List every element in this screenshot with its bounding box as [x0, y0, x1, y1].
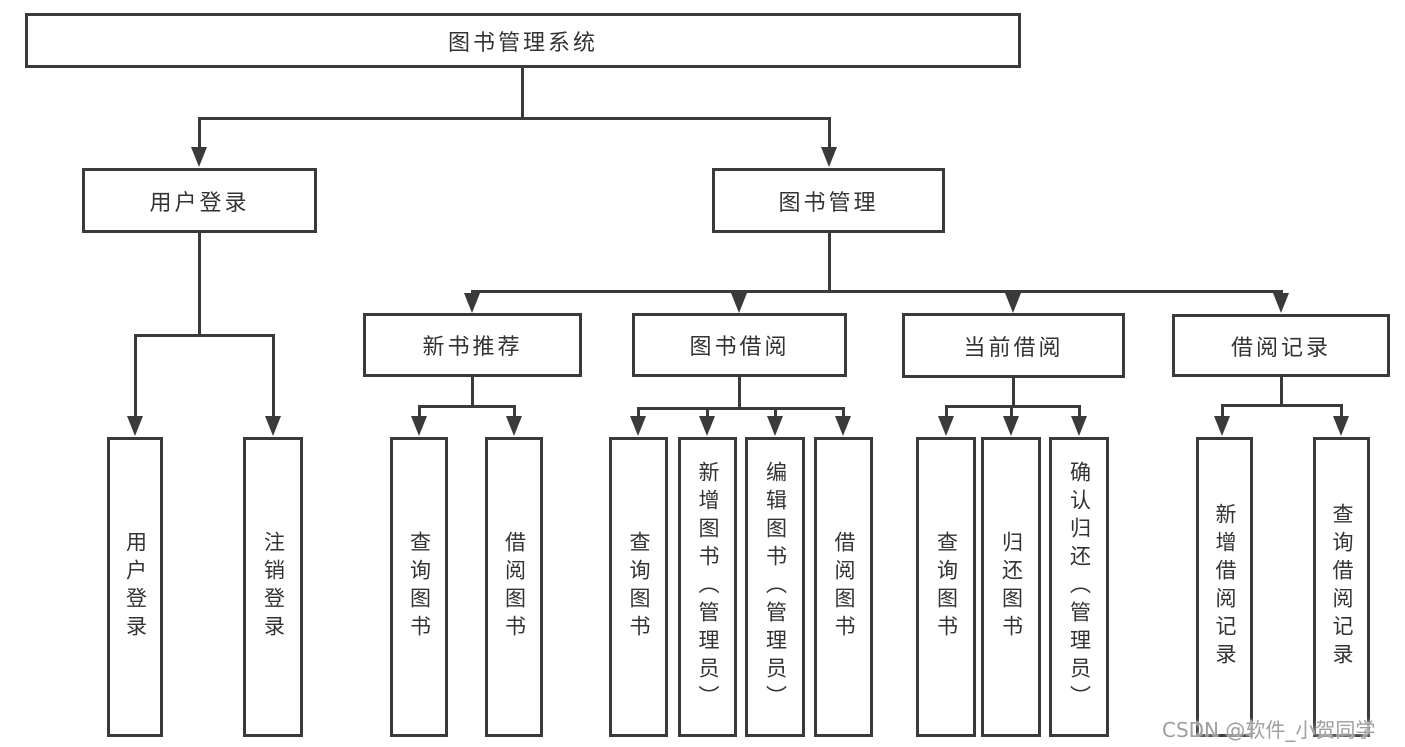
arrow-down-icon [630, 416, 646, 436]
arrow-down-icon [699, 416, 715, 436]
arrow-down-icon [835, 416, 851, 436]
arrow-down-icon [821, 147, 837, 167]
connector-new-book-rail [418, 405, 516, 408]
node-borrow-query-books: 查询图书 [609, 437, 668, 737]
connector-new-book-stub [471, 375, 474, 407]
node-borrow-add-books-admin: 新增图书（管理员） [678, 437, 737, 737]
connector-leaf [945, 405, 948, 418]
node-user-login: 用户登录 [82, 168, 317, 233]
node-recommend-query-books: 查询图书 [390, 437, 448, 737]
connector-book-borrow-rail [637, 407, 845, 410]
arrow-down-icon [1005, 293, 1021, 313]
arrow-down-icon [411, 416, 427, 436]
connector-current-borrow-stub [1012, 375, 1015, 407]
arrow-down-icon [506, 416, 522, 436]
connector-borrow-records-stub [1280, 375, 1283, 406]
node-book-borrow: 图书借阅 [632, 313, 847, 377]
connector-root-stub [521, 66, 524, 119]
connector-leaf [637, 407, 640, 418]
connector-leaf [513, 405, 516, 418]
arrow-down-icon [191, 147, 207, 167]
node-current-borrow: 当前借阅 [902, 313, 1125, 378]
arrow-down-icon [1273, 293, 1289, 313]
node-library-management-system: 图书管理系统 [25, 13, 1021, 68]
node-new-book-recommend: 新书推荐 [363, 313, 582, 377]
connector-leaf [418, 405, 421, 418]
connector-leaf [774, 407, 777, 418]
connector-level2-rail [198, 117, 831, 120]
arrow-down-icon [1333, 416, 1349, 436]
connector-to-book-management [828, 117, 831, 149]
node-records-add-record: 新增借阅记录 [1196, 437, 1253, 737]
node-records-query-record: 查询借阅记录 [1313, 437, 1370, 737]
connector-current-borrow-rail [945, 405, 1081, 408]
node-borrow-borrow-books: 借阅图书 [814, 437, 873, 737]
connector-to-user-login [198, 117, 201, 149]
connector-leaf [1340, 404, 1343, 418]
arrow-down-icon [127, 416, 143, 436]
connector-leaf [1078, 405, 1081, 418]
node-current-query-books: 查询图书 [916, 437, 976, 737]
node-logout-action: 注销登录 [243, 437, 303, 737]
arrow-down-icon [938, 416, 954, 436]
arrow-down-icon [265, 416, 281, 436]
arrow-down-icon [767, 416, 783, 436]
connector-book-management-stub [828, 231, 831, 292]
arrow-down-icon [1214, 416, 1230, 436]
connector-leaf [1221, 404, 1224, 418]
arrow-down-icon [464, 293, 480, 313]
connector-to-logout [272, 334, 275, 418]
connector-level3-rail [471, 290, 1283, 293]
node-recommend-borrow-books: 借阅图书 [485, 437, 543, 737]
connector-book-borrow-stub [738, 375, 741, 409]
node-current-confirm-return-admin: 确认归还（管理员） [1049, 437, 1109, 737]
connector-leaf [842, 407, 845, 418]
connector-to-login [134, 334, 137, 418]
arrow-down-icon [731, 293, 747, 313]
connector-user-login-rail [134, 334, 275, 337]
node-login-action: 用户登录 [107, 437, 163, 737]
node-borrow-records: 借阅记录 [1172, 314, 1390, 377]
node-borrow-edit-books-admin: 编辑图书（管理员） [745, 437, 805, 737]
node-current-return-books: 归还图书 [981, 437, 1041, 737]
csdn-watermark: CSDN @软件_小贺同学 [1162, 718, 1376, 742]
connector-leaf [1010, 405, 1013, 418]
arrow-down-icon [1071, 416, 1087, 436]
node-book-management: 图书管理 [712, 168, 945, 233]
arrow-down-icon [1003, 416, 1019, 436]
connector-user-login-stub [198, 231, 201, 336]
connector-leaf [706, 407, 709, 418]
connector-borrow-records-rail [1221, 404, 1343, 407]
